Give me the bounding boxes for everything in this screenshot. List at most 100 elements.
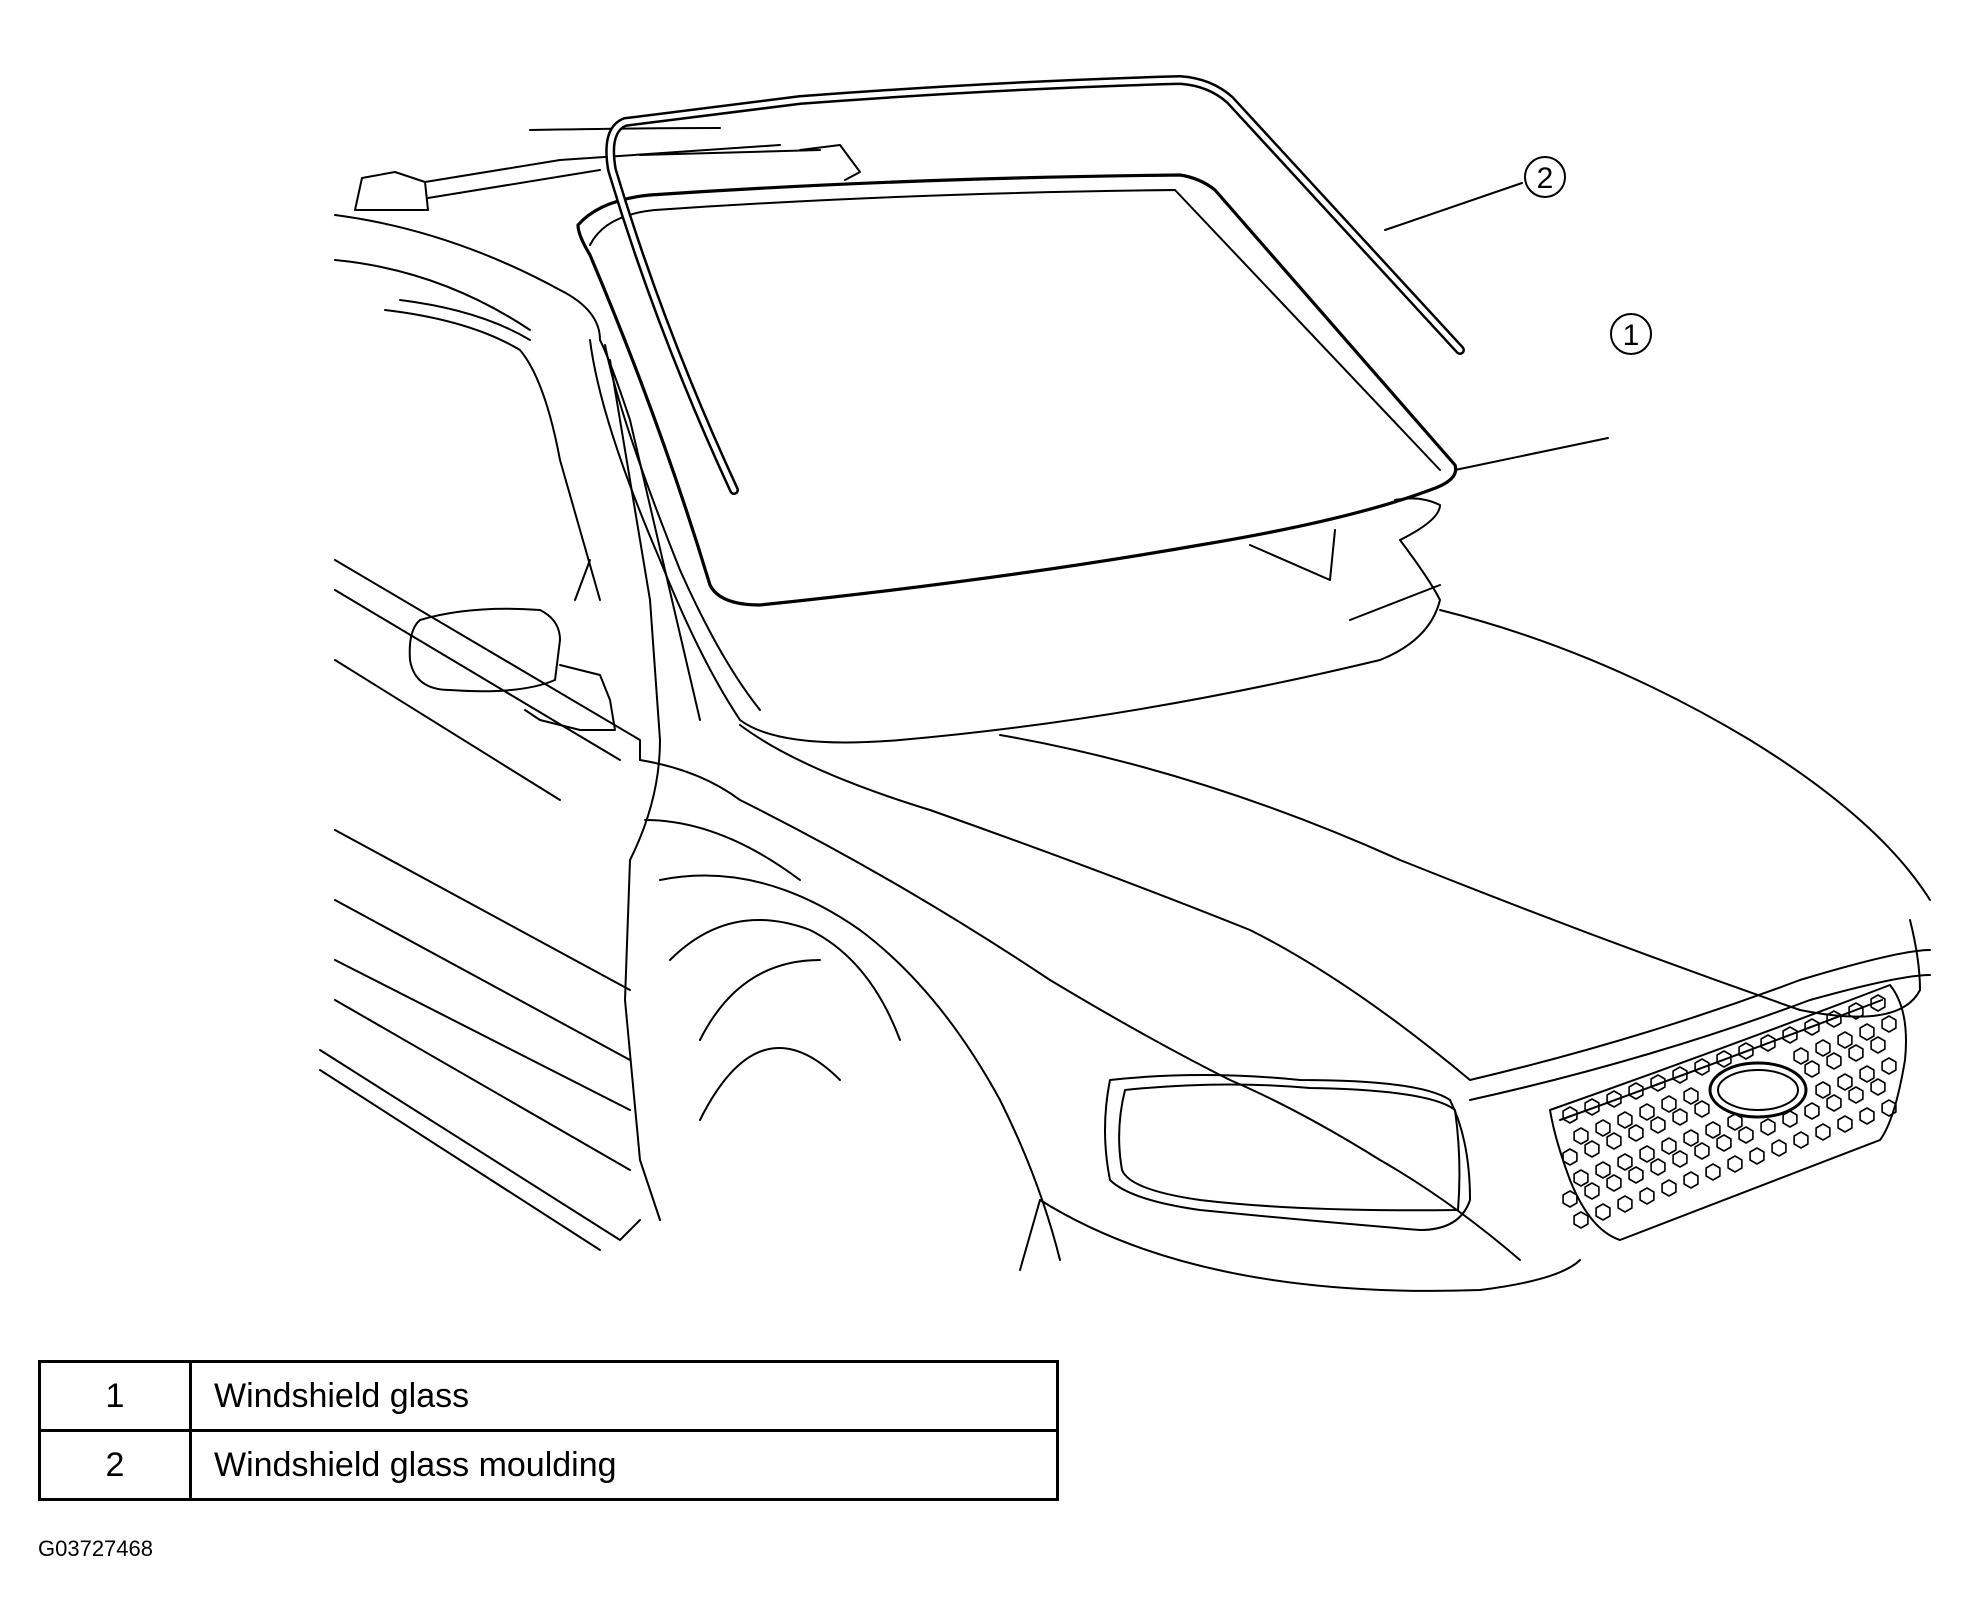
grille-cell [1859,1023,1875,1041]
vehicle-body [319,214,1581,1292]
grille-cell [1826,1094,1842,1112]
grille-cell [1870,1078,1886,1096]
figure-id: G03727468 [38,1536,153,1561]
legend-description: Windshield glass moulding [189,1429,1059,1501]
grille-cell [1716,1134,1732,1152]
grille-cell [1672,1108,1688,1126]
legend-number: 1 [38,1360,192,1432]
grille-cell [1815,1039,1831,1057]
grille-cell [1639,1145,1655,1163]
grille-cell [1870,1036,1886,1054]
grille-cell [1628,1166,1644,1184]
grille-cell [1705,1163,1721,1181]
grille-cell [1815,1081,1831,1099]
grille-cell [1837,1115,1853,1133]
grille-cell [1562,1106,1578,1124]
grille-cell [1650,1158,1666,1176]
grille-cell [1760,1118,1776,1136]
callout-2: 2 [1524,156,1566,198]
windshield-glass [576,173,1458,607]
grille-cell [1815,1123,1831,1141]
grille-cell [1672,1150,1688,1168]
grille-cell [1661,1095,1677,1113]
windshield-glass-moulding-inner [607,77,1463,493]
wiper [1349,584,1441,621]
grille-cell [1606,1174,1622,1192]
grille-cell [1650,1074,1666,1092]
grille [1549,984,1907,1241]
grille-cell [1716,1050,1732,1068]
grille-cell [1771,1139,1787,1157]
grille-cell [1826,1052,1842,1070]
grille-cell [1826,1010,1842,1028]
grille-cell [1606,1090,1622,1108]
legend-row: 1 Windshield glass [38,1360,1059,1432]
windshield-glass-moulding [605,75,1465,495]
grille-cell [1793,1131,1809,1149]
grille-cell [1859,1107,1875,1125]
grille-cell [1617,1195,1633,1213]
callout-1-label: 1 [1623,319,1640,352]
leader-line-2 [1384,182,1523,231]
legend-number: 2 [38,1429,192,1501]
grille-cell [1573,1169,1589,1187]
side-mirror [408,559,616,731]
windshield-glass-edge [589,189,1441,471]
grille-cell [1639,1187,1655,1205]
grille-cell [1650,1116,1666,1134]
callout-2-label: 2 [1537,162,1554,195]
grille-cell [1870,994,1886,1012]
grille-cell [1837,1073,1853,1091]
grille-cell [1595,1203,1611,1221]
legend-description: Windshield glass [189,1360,1059,1432]
brand-emblem [1708,1061,1808,1119]
headlamp [1104,1074,1471,1231]
leader-line-1 [1454,437,1609,471]
grille-cell [1562,1190,1578,1208]
grille-cell [1661,1137,1677,1155]
parts-legend-table: 1 Windshield glass 2 Windshield glass mo… [38,1360,1059,1501]
grille-cell [1683,1087,1699,1105]
grille-cell [1617,1111,1633,1129]
grille-cell [1628,1082,1644,1100]
grille-cell [1848,1044,1864,1062]
grille-cell [1727,1155,1743,1173]
windshield-opening [589,339,1441,744]
grille-cell [1584,1182,1600,1200]
grille-cell [1738,1042,1754,1060]
grille-cells [1562,994,1897,1229]
grille-cell [1595,1119,1611,1137]
grille-cell [1727,1113,1743,1131]
grille-cell [1683,1171,1699,1189]
grille-cell [1683,1129,1699,1147]
grille-cell [1573,1211,1589,1229]
grille-cell [1793,1047,1809,1065]
callout-1: 1 [1610,313,1652,355]
grille-cell [1562,1148,1578,1166]
grille-cell [1584,1098,1600,1116]
grille-cell [1705,1121,1721,1139]
grille-cell [1672,1066,1688,1084]
grille-cell [1738,1126,1754,1144]
grille-cell [1628,1124,1644,1142]
roof-rack [354,127,861,211]
grille-cell [1606,1132,1622,1150]
grille-cell [1881,1099,1897,1117]
grille-cell [1595,1161,1611,1179]
grille-cell [1760,1034,1776,1052]
grille-cell [1749,1147,1765,1165]
grille-cell [1837,1031,1853,1049]
grille-cell [1694,1100,1710,1118]
grille-cell [1848,1086,1864,1104]
grille-cell [1694,1142,1710,1160]
vehicle-windshield-illustration: 1 2 [319,75,1931,1292]
grille-cell [1859,1065,1875,1083]
grille-cell [1782,1110,1798,1128]
legend-row: 2 Windshield glass moulding [38,1429,1059,1501]
brand-emblem-inner [1717,1069,1799,1111]
grille-cell [1881,1015,1897,1033]
grille-cell [1804,1060,1820,1078]
grille-cell [1661,1179,1677,1197]
grille-cell [1617,1153,1633,1171]
grille-cell [1804,1018,1820,1036]
